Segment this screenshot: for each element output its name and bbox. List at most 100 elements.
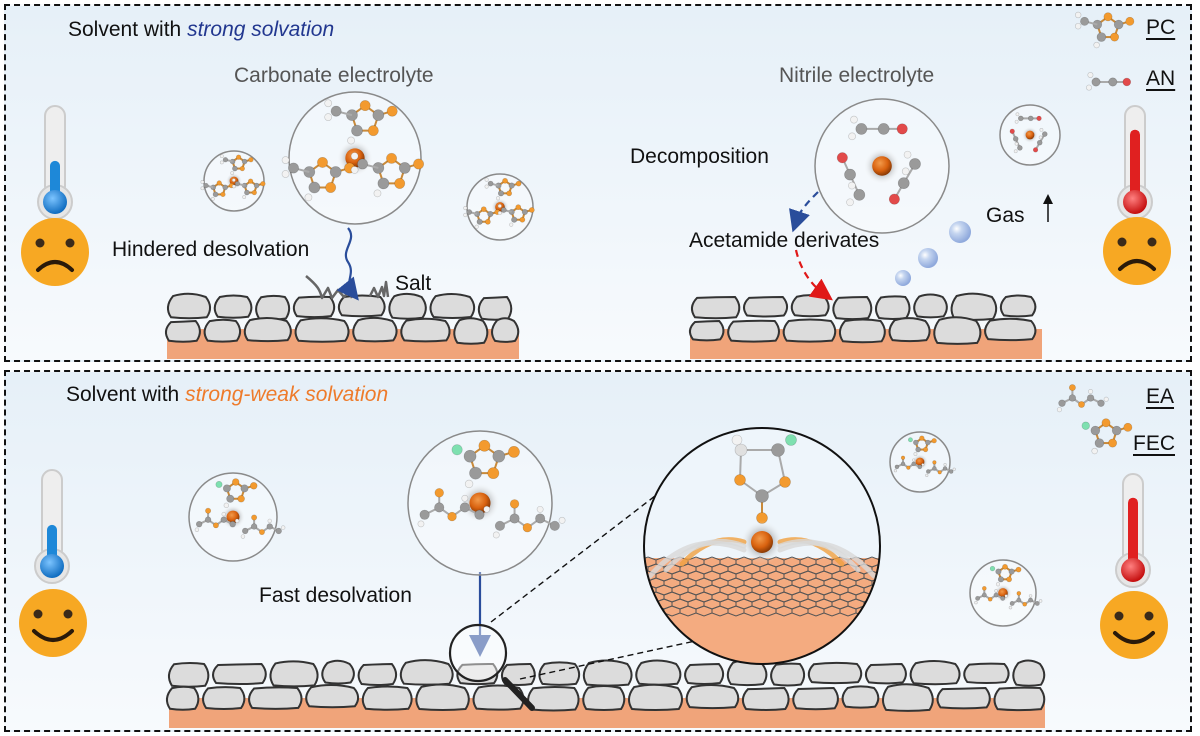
atom	[483, 505, 491, 513]
sei-grain	[212, 662, 267, 686]
atom	[932, 460, 937, 465]
atom	[234, 181, 241, 187]
atom	[386, 152, 398, 164]
atom	[237, 495, 245, 503]
atom	[373, 189, 382, 198]
zoom-guide-line	[490, 485, 669, 623]
atom	[212, 191, 219, 198]
atom	[1087, 72, 1094, 78]
atom	[478, 439, 491, 452]
atom	[494, 520, 505, 531]
atom	[220, 516, 227, 523]
atom	[1058, 399, 1066, 407]
sei-grain	[628, 683, 684, 712]
sei-grain	[727, 319, 780, 343]
sei-layer-left	[165, 292, 520, 345]
eye	[65, 238, 75, 248]
atom	[250, 482, 258, 490]
atom	[447, 511, 457, 522]
atom	[1038, 135, 1043, 140]
atom	[1108, 77, 1118, 87]
atom	[222, 184, 229, 191]
atom	[508, 182, 515, 189]
sei-grain	[999, 294, 1037, 318]
atom	[497, 190, 505, 197]
thermometer-cold-icon	[34, 469, 70, 584]
sei-grain	[770, 662, 806, 687]
eye	[1114, 611, 1124, 621]
atom	[1093, 41, 1100, 49]
atom	[1008, 605, 1013, 610]
atom	[1028, 594, 1033, 598]
sei-grain	[294, 317, 350, 343]
sei-grain	[202, 686, 246, 710]
atom	[1086, 394, 1095, 402]
atom	[219, 154, 224, 159]
sei-grain	[782, 318, 837, 343]
sei-grain	[743, 295, 789, 318]
atom	[466, 209, 473, 215]
atom	[1004, 594, 1008, 598]
atom	[1088, 388, 1094, 395]
atom	[480, 206, 487, 213]
label-fast-desolvation: Fast desolvation	[259, 584, 412, 607]
atom	[771, 443, 785, 457]
atom	[903, 150, 912, 159]
gas-bubble	[949, 221, 971, 243]
atom	[922, 446, 929, 453]
atom	[1015, 112, 1020, 117]
atom	[372, 109, 385, 121]
atom	[515, 180, 522, 187]
atom	[906, 465, 911, 470]
atom	[474, 509, 485, 520]
atom	[901, 167, 910, 176]
thermometer-bulb	[1123, 190, 1147, 214]
atom	[251, 189, 257, 196]
atom	[1038, 599, 1043, 603]
atom	[248, 157, 254, 163]
sei-grain	[269, 660, 319, 688]
atom	[549, 520, 560, 531]
decomposition-arrow	[789, 191, 819, 233]
atom	[509, 513, 520, 524]
atom	[215, 480, 223, 488]
sei-grain	[841, 685, 880, 709]
atom	[1014, 119, 1019, 124]
thermometer-bulb	[1121, 558, 1145, 582]
atom	[275, 527, 282, 535]
atom	[948, 469, 954, 474]
atom	[1080, 16, 1090, 26]
thermometer-bulb	[43, 190, 67, 214]
atom	[487, 180, 494, 187]
atom	[853, 188, 866, 201]
atom	[509, 222, 514, 227]
atom	[417, 520, 425, 528]
atom	[925, 439, 931, 446]
atom	[897, 177, 910, 190]
sei-grain	[415, 683, 470, 711]
label-decomposition: Decomposition	[630, 145, 769, 168]
atom	[919, 435, 925, 441]
sei-layer-right	[689, 292, 1037, 345]
atom	[194, 527, 200, 532]
atom	[222, 484, 231, 493]
atom	[1091, 77, 1101, 87]
atom	[474, 224, 479, 229]
atom	[1036, 139, 1043, 146]
legend-ea: EA	[1146, 385, 1175, 408]
atom	[1022, 601, 1028, 607]
atom	[216, 180, 222, 186]
thermometer-cold-icon	[37, 105, 73, 220]
atom	[844, 168, 856, 181]
hindered-desolvation-arrow	[336, 227, 359, 301]
shell-carbonate	[281, 91, 425, 225]
atom	[1096, 32, 1107, 42]
atom	[463, 205, 468, 211]
sei-grain	[255, 294, 291, 321]
atom	[1028, 597, 1034, 603]
li-ion	[751, 531, 773, 553]
face	[1103, 217, 1171, 285]
atom	[495, 196, 501, 201]
shell-small-nitrile	[999, 104, 1061, 166]
atom	[484, 218, 491, 225]
